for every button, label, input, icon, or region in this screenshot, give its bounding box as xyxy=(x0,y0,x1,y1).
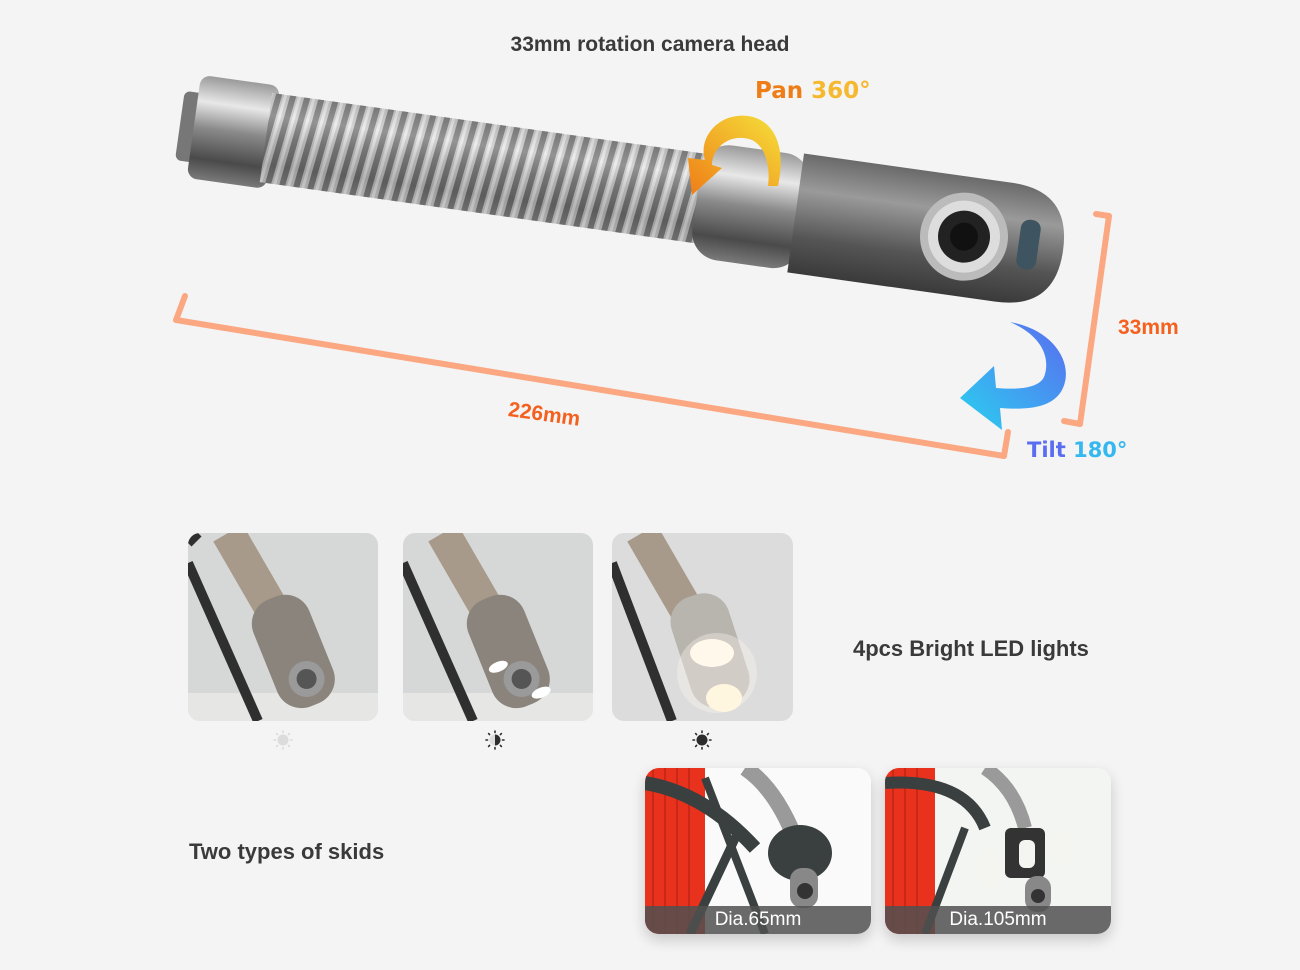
pan-rotation-label: Pan 360° xyxy=(755,78,871,104)
skid-feature-label: Two types of skids xyxy=(189,839,385,864)
skid-card-large: Dia.105mm xyxy=(885,768,1111,934)
skid-caption: Dia.105mm xyxy=(885,906,1111,934)
page-title: 33mm rotation camera head xyxy=(510,33,790,56)
diameter-label: 33mm xyxy=(1118,316,1179,339)
led-thumbnail-low xyxy=(188,533,378,721)
skid-caption: Dia.65mm xyxy=(645,906,871,934)
camera-head-illustration xyxy=(173,76,1112,459)
led-thumbnail-high xyxy=(612,533,793,721)
tilt-word: Tilt xyxy=(1027,438,1066,462)
led-feature-label: 4pcs Bright LED lights xyxy=(853,636,1089,661)
brightness-medium-icon xyxy=(485,730,505,750)
brightness-high-icon xyxy=(692,730,712,750)
pan-value: 360° xyxy=(811,78,871,104)
pan-word: Pan xyxy=(755,78,804,104)
led-thumbnail-medium xyxy=(403,533,593,721)
camera-body xyxy=(175,76,1064,303)
pan-arrow-icon xyxy=(688,115,781,195)
tilt-value: 180° xyxy=(1073,438,1128,462)
height-dimension-line xyxy=(1061,211,1112,427)
tilt-rotation-label: Tilt 180° xyxy=(1027,438,1127,462)
length-dimension-line xyxy=(173,293,1011,459)
skid-card-small: Dia.65mm xyxy=(645,768,871,934)
brightness-low-icon xyxy=(273,730,293,750)
tilt-arrow-icon xyxy=(960,322,1066,430)
